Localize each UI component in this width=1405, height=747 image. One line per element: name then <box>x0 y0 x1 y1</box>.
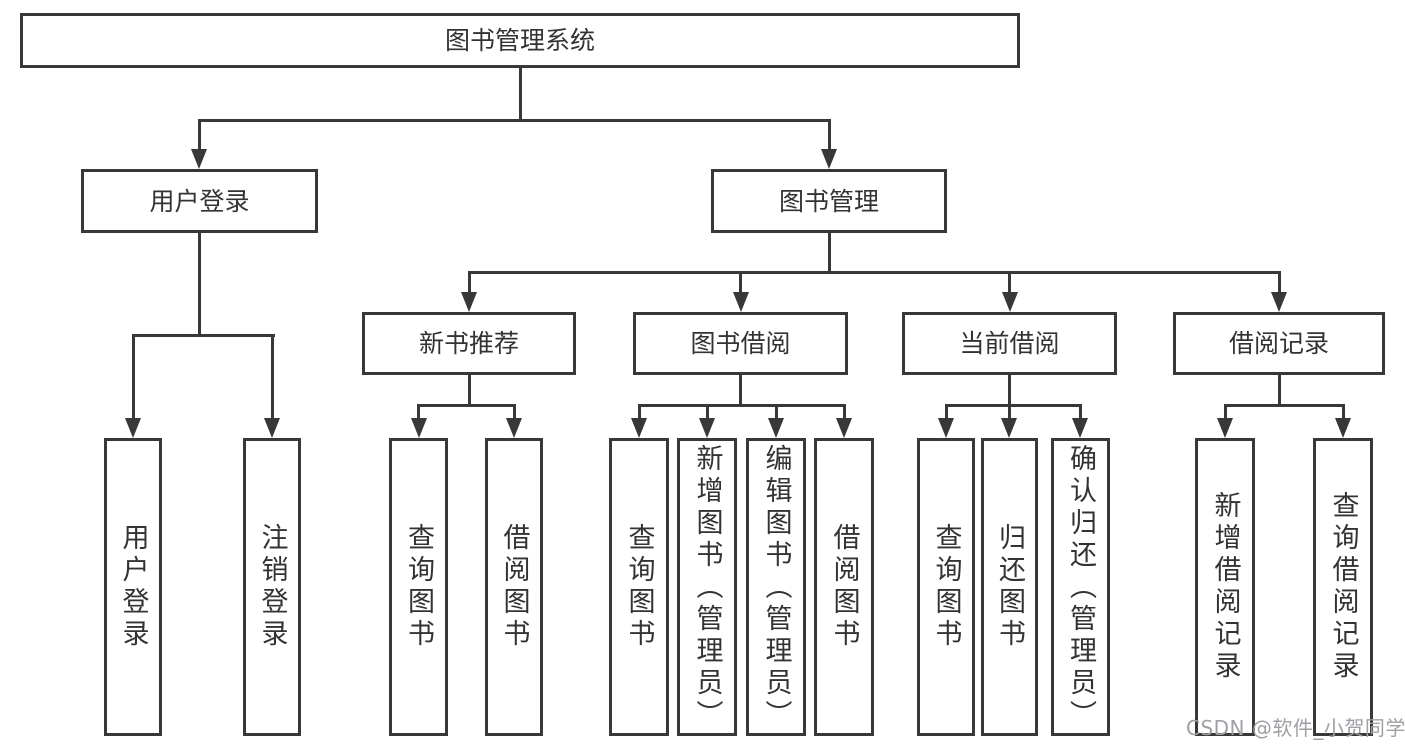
arrow-down-icon <box>125 418 141 438</box>
connector-line <box>827 233 831 272</box>
connector-line <box>518 68 522 120</box>
connector-line <box>197 118 831 122</box>
node-label: 借阅图书 <box>498 523 530 651</box>
connector-line <box>1078 405 1082 420</box>
arrow-down-icon <box>631 418 647 438</box>
connector-line <box>739 272 742 294</box>
connector-line <box>1341 405 1345 420</box>
connector-line <box>842 405 846 420</box>
connector-line <box>1008 272 1011 294</box>
arrow-down-icon <box>1217 418 1233 438</box>
node-label: 查询图书 <box>930 523 962 651</box>
connector-line <box>827 120 831 151</box>
connector-line <box>417 405 420 420</box>
connector-line <box>467 272 471 294</box>
connector-line <box>637 403 846 407</box>
node-label: 用户登录 <box>117 523 149 651</box>
node-borrow: 图书借阅 <box>633 312 848 375</box>
node-rec-query: 查询图书 <box>389 438 448 736</box>
connector-line <box>944 405 948 420</box>
node-label: 图书借阅 <box>690 329 791 358</box>
arrow-down-icon <box>1335 418 1351 438</box>
node-current-query: 查询图书 <box>917 438 975 736</box>
arrow-down-icon <box>191 149 207 169</box>
node-label: 注销登录 <box>256 523 288 651</box>
arrow-down-icon <box>732 292 749 312</box>
arrow-down-icon <box>461 292 477 312</box>
arrow-down-icon <box>768 418 784 438</box>
node-borrow-edit: 编辑图书（管理员） <box>746 438 806 736</box>
node-label: 查询图书 <box>623 523 655 651</box>
connector-line <box>131 333 275 337</box>
connector-line <box>467 375 471 405</box>
connector-line <box>774 405 778 420</box>
arrow-down-icon <box>506 418 522 438</box>
node-label: 图书管理系统 <box>444 26 595 55</box>
node-login-logout: 注销登录 <box>243 438 301 736</box>
node-borrow-query: 查询图书 <box>609 438 669 736</box>
csdn-watermark: CSDN @软件_小贺同学 <box>1186 716 1405 740</box>
node-label: 新增图书（管理员） <box>691 444 723 732</box>
node-borrow-add: 新增图书（管理员） <box>677 438 737 736</box>
node-label: 借阅记录 <box>1228 329 1329 358</box>
arrow-down-icon <box>821 149 837 169</box>
connector-line <box>131 335 135 420</box>
node-root: 图书管理系统 <box>20 13 1020 68</box>
node-rec: 新书推荐 <box>362 312 576 375</box>
connector-line <box>512 405 516 420</box>
node-login-user: 用户登录 <box>104 438 162 736</box>
node-rec-borrow: 借阅图书 <box>485 438 543 736</box>
connector-line <box>705 405 709 420</box>
node-current-confirm: 确认归还（管理员） <box>1051 438 1110 736</box>
node-label: 编辑图书（管理员） <box>760 444 792 732</box>
connector-line <box>467 270 1281 274</box>
node-current: 当前借阅 <box>902 312 1117 375</box>
node-current-return: 归还图书 <box>981 438 1038 736</box>
arrow-down-icon <box>699 418 715 438</box>
node-label: 确认归还（管理员） <box>1065 444 1096 732</box>
node-label: 当前借阅 <box>959 329 1060 358</box>
connector-line <box>1277 272 1281 294</box>
connector-line <box>1277 375 1281 405</box>
connector-line <box>197 120 201 151</box>
connector-line <box>198 233 201 335</box>
node-records: 借阅记录 <box>1173 312 1385 375</box>
node-login: 用户登录 <box>81 169 318 233</box>
connector-line <box>1223 405 1227 420</box>
node-records-query: 查询借阅记录 <box>1313 438 1373 736</box>
connector-line <box>417 403 516 407</box>
arrow-down-icon <box>264 418 280 438</box>
arrow-down-icon <box>938 418 954 438</box>
arrow-down-icon <box>1001 292 1018 312</box>
connector-line <box>739 375 742 405</box>
node-label: 图书管理 <box>778 186 879 216</box>
node-label: 归还图书 <box>994 523 1025 651</box>
node-label: 新增借阅记录 <box>1209 491 1241 683</box>
node-label: 查询借阅记录 <box>1327 491 1359 683</box>
node-mgmt: 图书管理 <box>711 169 947 233</box>
node-label: 用户登录 <box>149 186 250 216</box>
node-label: 新书推荐 <box>418 329 519 358</box>
connector-line <box>637 405 641 420</box>
arrow-down-icon <box>1072 418 1088 438</box>
connector-line <box>944 403 1082 407</box>
node-borrow-borrow: 借阅图书 <box>814 438 874 736</box>
arrow-down-icon <box>410 418 427 438</box>
arrow-down-icon <box>1271 292 1287 312</box>
arrow-down-icon <box>1001 418 1017 438</box>
arrow-down-icon <box>836 418 852 438</box>
node-records-add: 新增借阅记录 <box>1195 438 1255 736</box>
connector-line <box>1007 405 1011 420</box>
connector-line <box>1223 403 1345 407</box>
node-label: 借阅图书 <box>828 523 860 651</box>
node-label: 查询图书 <box>403 523 434 651</box>
connector-line <box>1008 375 1011 405</box>
connector-line <box>270 335 274 420</box>
